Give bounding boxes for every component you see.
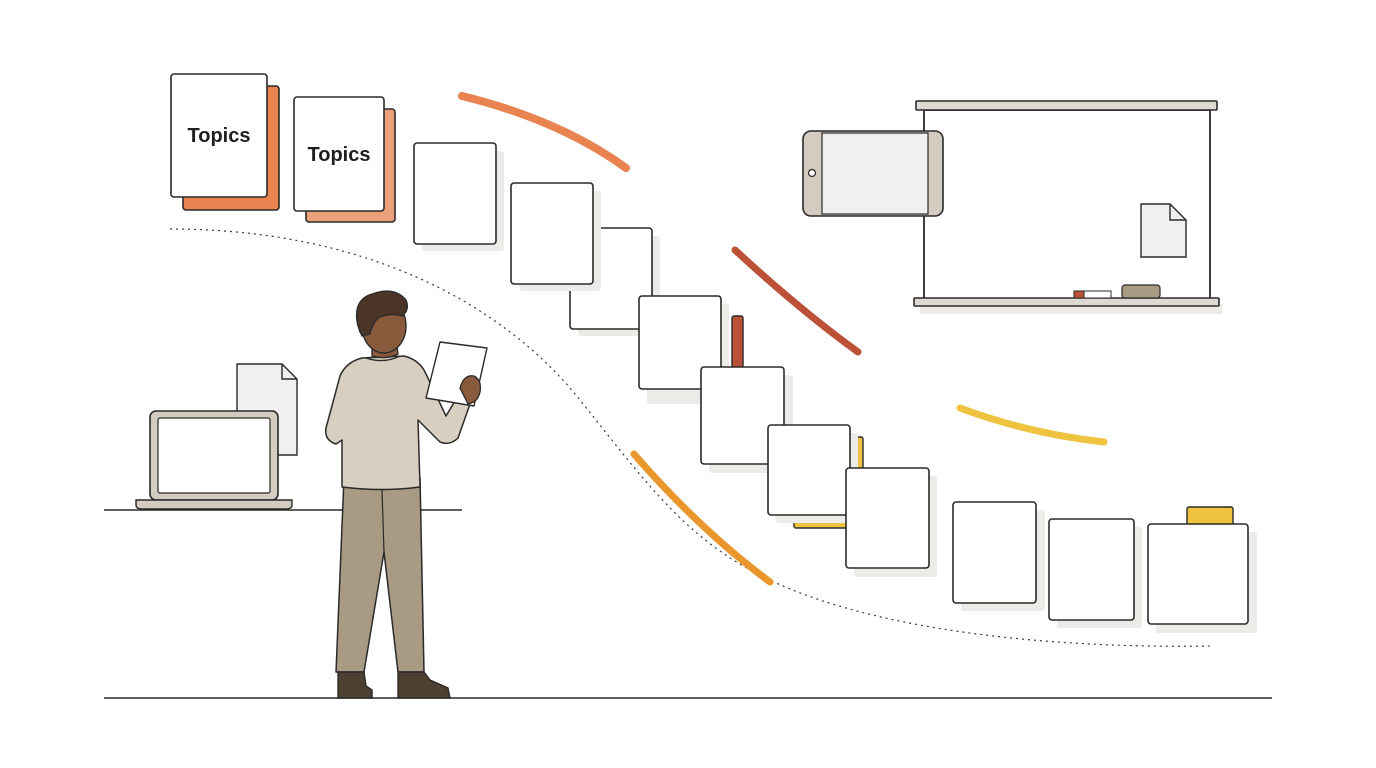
yellow-arc [956,404,1108,446]
person-hair [355,290,409,337]
orange-arc [458,92,630,172]
blank-card [1048,518,1142,628]
person-shoe [397,671,451,699]
laptop-icon [135,410,293,510]
tablet-icon [802,130,944,217]
blank-card [413,142,504,251]
person-sweater [324,355,471,491]
person-hand [459,375,482,405]
dotted-flow-path [169,228,1213,647]
blank-card [845,467,937,577]
topics-card-1-label: Topics [188,125,251,147]
blank-card [952,501,1045,611]
rust-tab [731,315,744,373]
rust-arc [731,246,862,356]
whiteboard-icon [913,100,1222,314]
topics-card-2-label: Topics [308,144,371,166]
person-shoe [337,671,373,699]
topics-card-1: Topics [170,73,280,211]
amber-arc [630,450,774,586]
document-icon [1140,203,1187,258]
person-figure [324,290,488,699]
person-trousers [335,477,425,673]
magnet-icon [1073,284,1161,299]
blank-card [767,424,858,523]
blank-card [510,182,601,291]
blank-card [1147,523,1257,633]
topics-card-2: Topics [293,96,396,223]
